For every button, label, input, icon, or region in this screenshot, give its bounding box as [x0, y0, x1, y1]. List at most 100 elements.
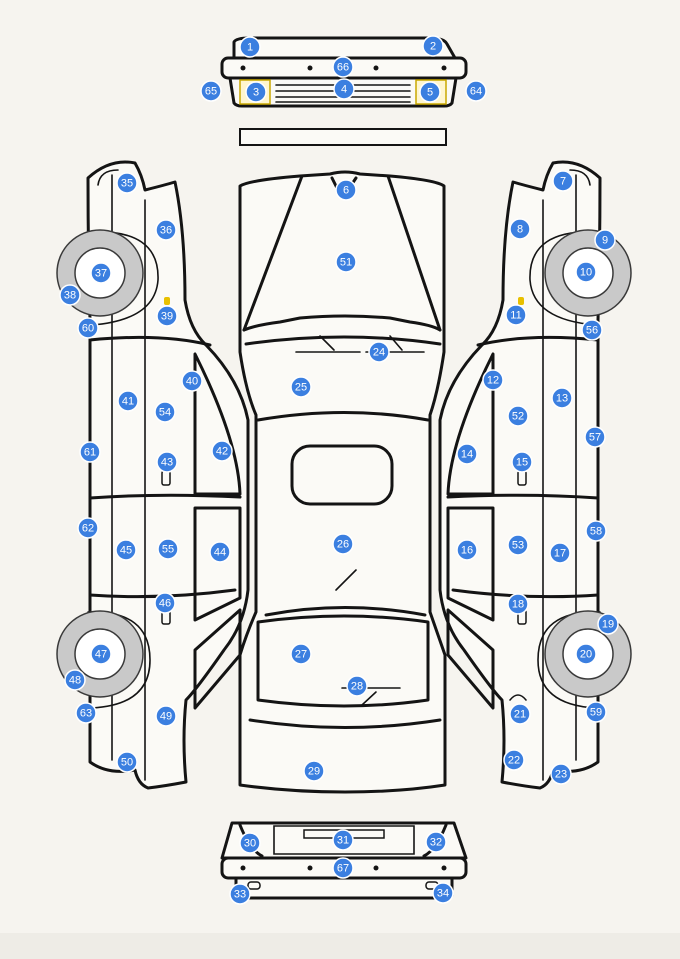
part-badge-label: 24	[373, 347, 385, 359]
part-badge-52[interactable]: 52	[507, 405, 529, 427]
part-badge-32[interactable]: 32	[425, 831, 447, 853]
part-badge-25[interactable]: 25	[290, 376, 312, 398]
part-badge-11[interactable]: 11	[505, 304, 527, 326]
part-badge-15[interactable]: 15	[511, 451, 533, 473]
part-badge-65[interactable]: 65	[200, 80, 222, 102]
part-badge-label: 66	[337, 62, 349, 74]
part-badge-50[interactable]: 50	[116, 751, 138, 773]
part-badge-label: 33	[234, 889, 246, 901]
part-badge-label: 52	[512, 411, 524, 423]
part-badge-60[interactable]: 60	[77, 317, 99, 339]
part-badge-41[interactable]: 41	[117, 390, 139, 412]
part-badge-27[interactable]: 27	[290, 643, 312, 665]
part-badge-label: 4	[341, 84, 347, 96]
part-badge-label: 60	[82, 323, 94, 335]
part-badge-63[interactable]: 63	[75, 702, 97, 724]
part-badge-61[interactable]: 61	[79, 441, 101, 463]
part-badge-6[interactable]: 6	[335, 179, 357, 201]
part-badge-label: 41	[122, 396, 134, 408]
part-badge-43[interactable]: 43	[156, 451, 178, 473]
part-badge-26[interactable]: 26	[332, 533, 354, 555]
part-badge-51[interactable]: 51	[335, 251, 357, 273]
part-badge-62[interactable]: 62	[77, 517, 99, 539]
part-badge-67[interactable]: 67	[332, 857, 354, 879]
part-badge-57[interactable]: 57	[584, 426, 606, 448]
part-badge-39[interactable]: 39	[156, 305, 178, 327]
part-badge-21[interactable]: 21	[509, 703, 531, 725]
part-badge-label: 5	[427, 87, 433, 99]
part-badge-30[interactable]: 30	[239, 832, 261, 854]
part-badge-label: 45	[120, 545, 132, 557]
part-badge-label: 15	[516, 457, 528, 469]
part-badge-label: 62	[82, 523, 94, 535]
part-badge-24[interactable]: 24	[368, 341, 390, 363]
part-badge-5[interactable]: 5	[419, 81, 441, 103]
part-badge-4[interactable]: 4	[333, 78, 355, 100]
part-badge-label: 3	[253, 87, 259, 99]
part-badge-label: 23	[555, 769, 567, 781]
part-badge-label: 34	[437, 888, 449, 900]
part-badge-label: 57	[589, 432, 601, 444]
part-badge-label: 28	[351, 681, 363, 693]
part-badge-35[interactable]: 35	[116, 172, 138, 194]
part-badge-44[interactable]: 44	[209, 541, 231, 563]
part-badge-label: 54	[159, 407, 171, 419]
part-badge-56[interactable]: 56	[581, 319, 603, 341]
part-badge-label: 19	[602, 619, 614, 631]
part-badge-1[interactable]: 1	[239, 36, 261, 58]
part-badge-47[interactable]: 47	[90, 643, 112, 665]
part-badge-37[interactable]: 37	[90, 262, 112, 284]
part-badge-42[interactable]: 42	[211, 440, 233, 462]
part-badge-31[interactable]: 31	[332, 829, 354, 851]
part-badge-16[interactable]: 16	[456, 539, 478, 561]
part-badge-59[interactable]: 59	[585, 701, 607, 723]
part-badge-14[interactable]: 14	[456, 443, 478, 465]
part-badge-58[interactable]: 58	[585, 520, 607, 542]
part-badge-label: 46	[159, 598, 171, 610]
part-badge-17[interactable]: 17	[549, 542, 571, 564]
part-badge-3[interactable]: 3	[245, 81, 267, 103]
part-badge-7[interactable]: 7	[552, 170, 574, 192]
part-badge-label: 40	[186, 376, 198, 388]
part-badge-34[interactable]: 34	[432, 882, 454, 904]
part-badge-label: 63	[80, 708, 92, 720]
part-badge-48[interactable]: 48	[64, 669, 86, 691]
part-badge-45[interactable]: 45	[115, 539, 137, 561]
part-badge-22[interactable]: 22	[503, 749, 525, 771]
part-badge-29[interactable]: 29	[303, 760, 325, 782]
part-badge-66[interactable]: 66	[332, 56, 354, 78]
part-badge-38[interactable]: 38	[59, 284, 81, 306]
part-badge-23[interactable]: 23	[550, 763, 572, 785]
part-badge-49[interactable]: 49	[155, 705, 177, 727]
part-badge-label: 37	[95, 268, 107, 280]
part-badge-19[interactable]: 19	[597, 613, 619, 635]
part-badge-label: 53	[512, 540, 524, 552]
part-badge-54[interactable]: 54	[154, 401, 176, 423]
part-badge-40[interactable]: 40	[181, 370, 203, 392]
part-badge-label: 11	[510, 310, 521, 322]
part-badge-label: 55	[162, 544, 174, 556]
part-badge-53[interactable]: 53	[507, 534, 529, 556]
part-badge-label: 64	[470, 86, 482, 98]
part-badge-8[interactable]: 8	[509, 218, 531, 240]
part-badge-36[interactable]: 36	[155, 219, 177, 241]
part-badge-9[interactable]: 9	[594, 229, 616, 251]
part-badge-55[interactable]: 55	[157, 538, 179, 560]
part-badge-label: 39	[161, 311, 173, 323]
top-view	[238, 170, 447, 794]
part-badge-46[interactable]: 46	[154, 592, 176, 614]
part-badge-18[interactable]: 18	[507, 593, 529, 615]
part-badge-20[interactable]: 20	[575, 643, 597, 665]
part-badge-10[interactable]: 10	[575, 261, 597, 283]
part-badge-2[interactable]: 2	[422, 35, 444, 57]
part-badge-13[interactable]: 13	[551, 387, 573, 409]
part-badge-12[interactable]: 12	[482, 369, 504, 391]
part-badge-28[interactable]: 28	[346, 675, 368, 697]
part-badge-label: 59	[590, 707, 602, 719]
part-badge-33[interactable]: 33	[229, 883, 251, 905]
part-badge-64[interactable]: 64	[465, 80, 487, 102]
part-badge-label: 49	[160, 711, 172, 723]
part-badge-label: 44	[214, 547, 226, 559]
